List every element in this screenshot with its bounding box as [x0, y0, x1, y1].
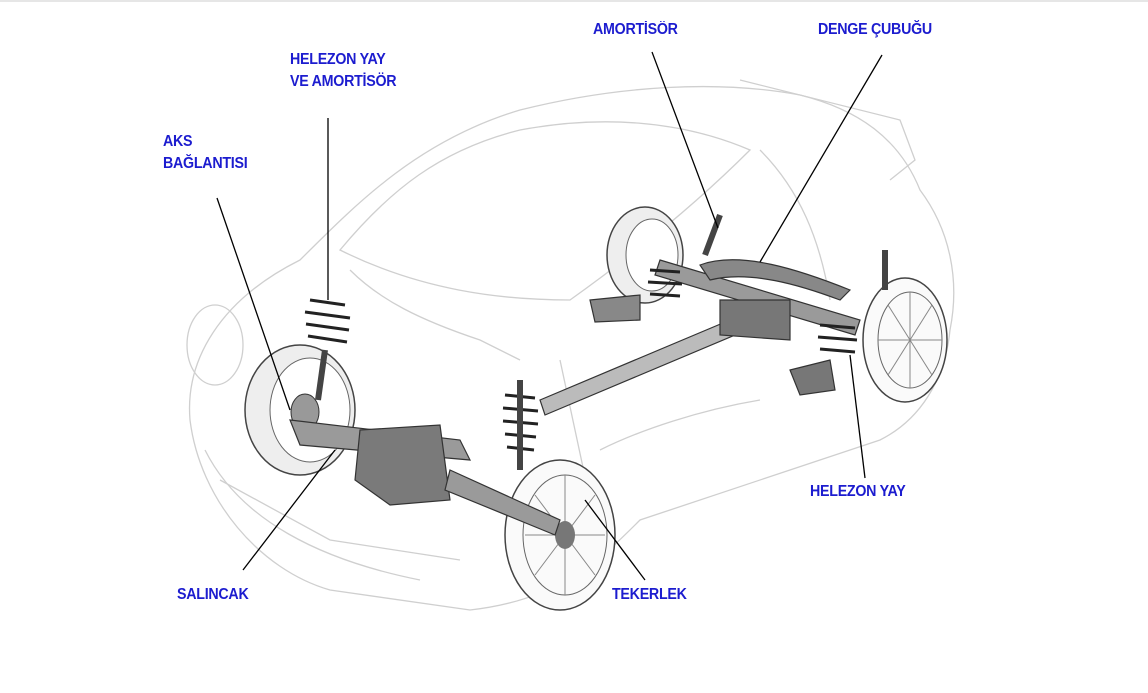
- label-line: BAĞLANTISI: [163, 155, 248, 172]
- label-stabilizer-bar: DENGE ÇUBUĞU: [818, 21, 932, 38]
- label-coil-spring-and-shock: HELEZON YAY VE AMORTİSÖR: [290, 49, 397, 93]
- shock-rods: [315, 213, 888, 470]
- label-control-arm: SALINCAK: [177, 586, 249, 603]
- label-shock-absorber: AMORTİSÖR: [593, 21, 678, 38]
- label-line: VE AMORTİSÖR: [290, 73, 397, 90]
- car-body-outline: [186, 79, 955, 611]
- label-wheel: TEKERLEK: [612, 586, 687, 603]
- leader-control-arm: [242, 449, 336, 571]
- wheel-rear-right: [862, 277, 948, 403]
- leader-wheel: [584, 499, 646, 581]
- leader-axle-joint: [216, 197, 291, 411]
- leader-lines: [216, 51, 883, 581]
- top-border: [0, 0, 1148, 2]
- label-coil-spring: HELEZON YAY: [810, 483, 906, 500]
- leader-shock-absorber: [651, 51, 719, 229]
- label-axle-joint: AKS BAĞLANTISI: [163, 131, 248, 175]
- leader-stabilizer-bar: [759, 54, 883, 263]
- wheel-front-right: [504, 459, 616, 611]
- label-line: AKS: [163, 133, 193, 150]
- label-line: HELEZON YAY: [290, 51, 386, 68]
- wheel-front-left: [244, 344, 356, 476]
- chassis-parts: [289, 259, 861, 536]
- wheel-rear-left: [606, 206, 684, 304]
- leader-coil-spring: [849, 354, 866, 479]
